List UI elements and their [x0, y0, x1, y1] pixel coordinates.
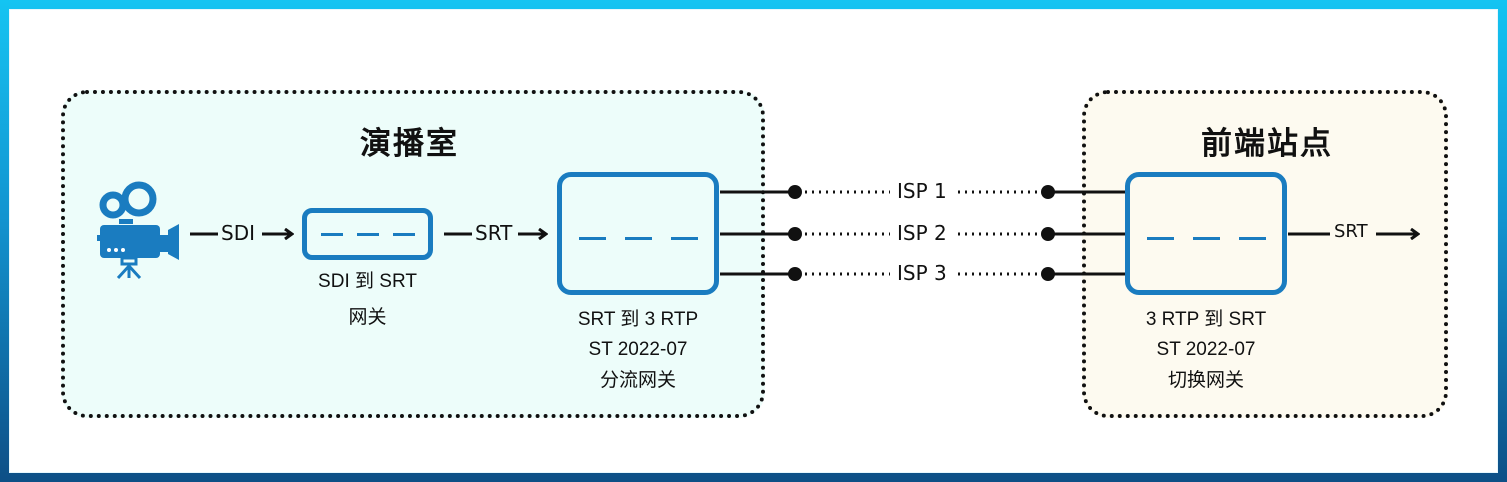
edge-site-zone: [1082, 90, 1448, 418]
gateway-dash: [1239, 237, 1266, 240]
srt-flow-label: SRT: [475, 221, 513, 245]
switch-gateway-label-line1: 3 RTP 到 SRT: [1145, 309, 1267, 330]
split-gateway-label-line3: 分流网关: [599, 370, 676, 391]
split-gateway: [557, 172, 719, 295]
link-endpoint-dot: [788, 227, 802, 241]
isp-link-3: [720, 267, 1125, 281]
isp-1-label: ISP 1: [897, 179, 947, 203]
sdi-flow-label: SDI: [221, 221, 255, 245]
switch-gateway: [1125, 172, 1287, 295]
gateway-dash: [357, 233, 379, 236]
switch-gateway-label-line3: 切换网关: [1167, 370, 1244, 391]
link-endpoint-dot: [788, 267, 802, 281]
gateway-dash: [579, 237, 606, 240]
isp-2-label: ISP 2: [897, 221, 947, 245]
gateway-dash: [321, 233, 343, 236]
sdi-to-srt-gateway: [302, 208, 433, 260]
gateway-dash: [625, 237, 652, 240]
isp-link-1: [720, 185, 1125, 199]
switch-gateway-label-line2: ST 2022-07: [1156, 339, 1256, 360]
sdi-gateway-label-line1: SDI 到 SRT: [318, 271, 417, 292]
isp-link-2: [720, 227, 1125, 241]
isp-3-label: ISP 3: [897, 261, 947, 285]
edge-site-zone-title: 前端站点: [1201, 126, 1333, 162]
sdi-gateway-label-line2: 网关: [348, 307, 387, 328]
split-gateway-label-line1: SRT 到 3 RTP: [577, 309, 699, 330]
link-endpoint-dot: [788, 185, 802, 199]
output-srt-flow-label: SRT: [1334, 221, 1368, 242]
video-camera-icon: [97, 181, 179, 280]
split-gateway-label-line2: ST 2022-07: [588, 339, 688, 360]
studio-zone-title: 演播室: [360, 126, 459, 162]
gateway-dash: [393, 233, 415, 236]
gateway-dash: [671, 237, 698, 240]
gateway-dash: [1147, 237, 1174, 240]
gateway-dash: [1193, 237, 1220, 240]
